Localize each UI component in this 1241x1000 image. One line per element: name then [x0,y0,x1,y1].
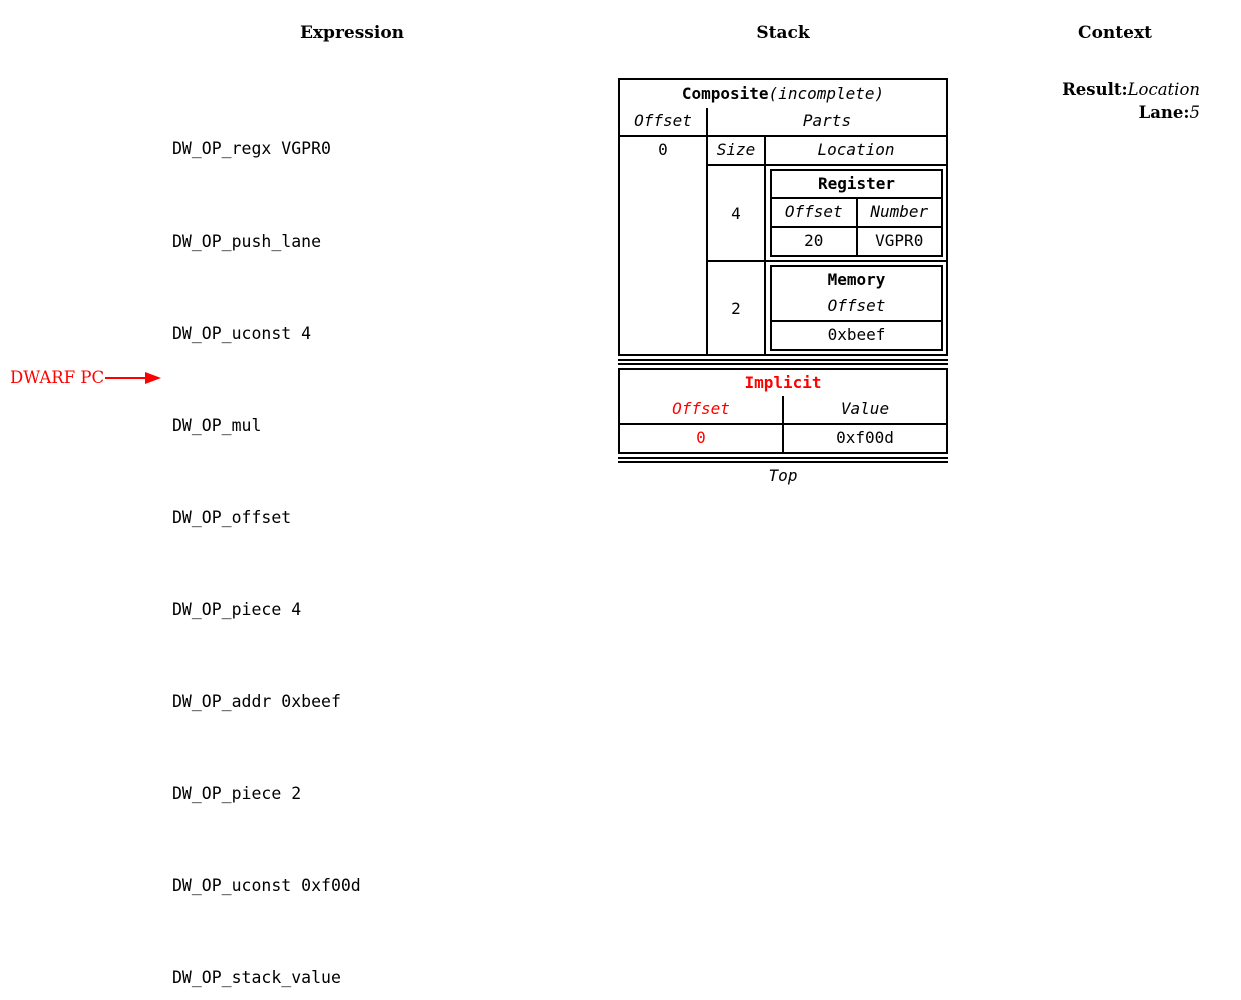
register-offset-header: Offset [772,199,858,226]
implicit-header-row: Offset Value [620,396,946,423]
implicit-value-value: 0xf00d [836,428,894,447]
stack-top-label: Top [768,466,798,485]
expression-line: DW_OP_uconst 4 [172,323,312,343]
composite-part-row: 2 Memory Offset 0xbeef [708,260,946,354]
composite-title-sub: (incomplete) [768,84,885,103]
composite-title: Composite(incomplete) [620,80,946,108]
implicit-offset-value: 0 [620,425,784,452]
expression-line: DW_OP_push_lane [172,231,322,251]
expression-line: DW_OP_stack_value [172,968,341,988]
page-title-expression: Expression [299,23,405,43]
expression-line: DW_OP_addr 0xbeef [172,691,341,711]
register-header-row: Offset Number [772,197,941,226]
context-block: Result:Location Lane:5 [1062,78,1200,124]
page-title-stack: Stack [756,23,810,43]
composite-location-box: Composite(incomplete) Offset 0 Parts Siz… [618,78,948,356]
context-row-result: Result:Location [1062,78,1200,101]
composite-offset-column: Offset 0 [620,108,708,354]
context-value: 5 [1189,103,1201,122]
expression-line: DW_OP_piece 4 [172,599,302,619]
context-row-lane: Lane:5 [1062,101,1200,124]
part-size: 4 [708,166,766,260]
expression-listing: DW_OP_regx VGPR0 DW_OP_push_lane DW_OP_u… [172,73,361,1000]
register-number-header: Number [870,202,929,221]
memory-offset-header: Offset [827,296,886,315]
part-location: Register Offset Number 20 VGPR0 [766,166,946,260]
register-number-value: VGPR0 [875,231,924,250]
register-value-row: 20 VGPR0 [772,226,941,255]
implicit-offset-header: Offset [620,396,784,423]
implicit-title: Implicit [744,373,822,392]
composite-offset-value: 0 [620,137,708,354]
expression-line: DW_OP_regx VGPR0 [172,139,331,159]
register-title: Register [817,174,896,193]
stack-diagram: Composite(incomplete) Offset 0 Parts Siz… [618,78,948,485]
expression-line: DW_OP_offset [172,507,292,527]
context-key: Lane: [1138,103,1190,122]
composite-offset-header: Offset [620,108,708,137]
composite-title-main: Composite [681,84,769,103]
page-title-context: Context [1078,23,1152,43]
register-offset-value: 20 [772,228,858,255]
composite-part-row: 4 Register Offset Number 20 VGPR0 [708,164,946,260]
context-key: Result: [1062,80,1128,99]
part-size: 2 [708,262,766,354]
stack-top-rule [618,457,948,463]
part-location: Memory Offset 0xbeef [766,262,946,354]
stack-separator-rule [618,359,948,365]
dwarf-pc-label: DWARF PC [10,367,105,387]
context-value: Location [1127,80,1200,99]
composite-location-header: Location [766,135,946,164]
composite-size-header: Size [708,135,766,164]
register-location-box: Register Offset Number 20 VGPR0 [770,169,943,257]
memory-location-box: Memory Offset 0xbeef [770,265,943,351]
expression-line: DW_OP_piece 2 [172,784,302,804]
expression-line: DW_OP_uconst 0xf00d [172,876,361,896]
arrow-right-icon [105,372,163,384]
expression-line: DW_OP_mul [172,415,262,435]
composite-parts-header: Parts [802,111,852,130]
memory-title: Memory [827,270,886,289]
memory-offset-value: 0xbeef [772,320,941,349]
implicit-value-header: Value [840,399,890,418]
composite-parts-column: Parts Size Location 4 Register Offset Nu… [708,108,946,354]
composite-parts-subheader: Size Location [708,135,946,164]
implicit-value-row: 0 0xf00d [620,423,946,452]
implicit-location-box: Implicit Offset Value 0 0xf00d [618,368,948,454]
composite-body: Offset 0 Parts Size Location 4 Register [620,108,946,354]
dwarf-pc-marker: DWARF PC [10,366,163,390]
